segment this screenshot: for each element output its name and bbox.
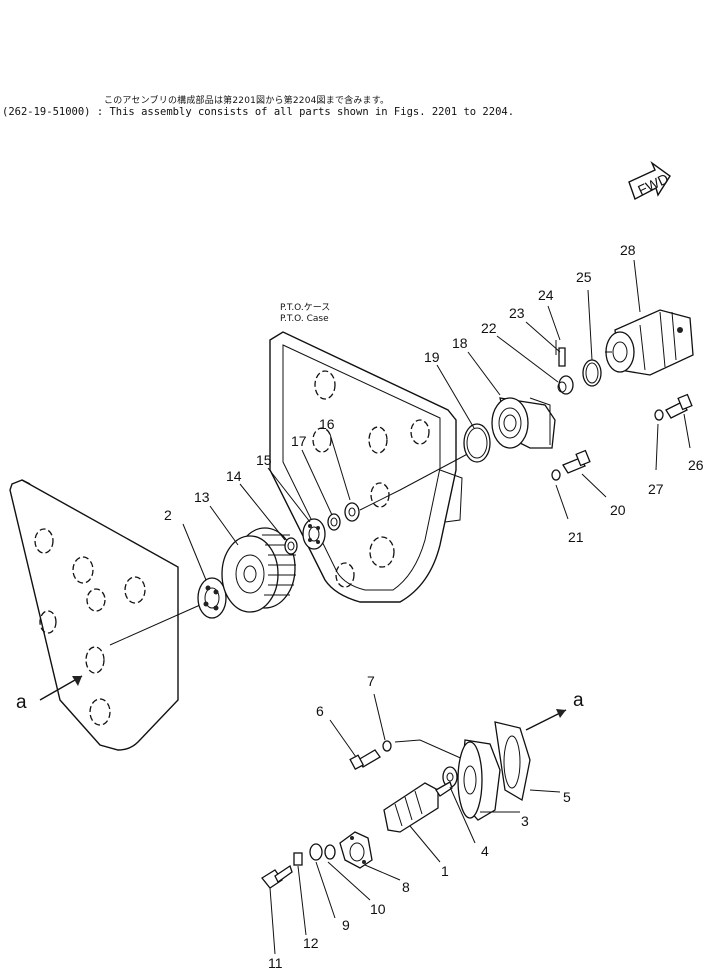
part-4-nut: [442, 766, 458, 788]
part-6-bolt: [349, 749, 381, 771]
ref-label-left: a: [16, 692, 27, 713]
callout-26: 26: [688, 457, 704, 473]
callout-11: 11: [268, 955, 283, 969]
part-27-washer: [654, 409, 664, 421]
ref-mark-right: a: [525, 690, 584, 731]
callout-5: 5: [563, 789, 571, 805]
case-label: P.T.O.ケース P.T.O. Case: [280, 303, 330, 325]
callout-3: 3: [521, 813, 529, 829]
callout-25: 25: [576, 269, 592, 285]
callout-27: 27: [648, 481, 664, 497]
callout-6: 6: [316, 703, 324, 719]
callout-28: 28: [620, 242, 636, 258]
callout-18: 18: [452, 335, 468, 351]
part-12-lock-plate: [293, 852, 303, 866]
part-13-gear: [221, 527, 296, 613]
callout-15: 15: [256, 452, 272, 468]
part-21-washer: [551, 469, 561, 481]
callout-23: 23: [509, 305, 525, 321]
callout-8: 8: [402, 879, 410, 895]
part-14-ring: [284, 537, 298, 555]
note-japanese: このアセンブリの構成部品は第2201図から第2204図まで含みます。: [104, 96, 390, 106]
case-label-japanese: P.T.O.ケース: [280, 303, 331, 313]
housing-cover-plate: [9, 479, 179, 751]
callout-2: 2: [164, 507, 172, 523]
part-10-ring: [324, 844, 336, 860]
part-1-shaft: [383, 781, 453, 833]
part-9-washer: [309, 843, 323, 861]
callout-17: 17: [291, 433, 307, 449]
part-3-cover: [457, 739, 501, 821]
callout-19: 19: [424, 349, 440, 365]
callout-13: 13: [194, 489, 210, 505]
part-24-key: [558, 347, 566, 367]
callout-14: 14: [226, 468, 242, 484]
callout-21: 21: [568, 529, 584, 545]
part-8-flange-yoke: [339, 831, 373, 869]
callout-16: 16: [319, 416, 335, 432]
part-16-bearing: [344, 502, 360, 522]
callout-22: 22: [481, 320, 497, 336]
callout-24: 24: [538, 287, 554, 303]
fwd-arrow-icon: FWD: [628, 160, 671, 200]
part-11-bolt: [261, 864, 293, 889]
part-20-bolt: [562, 449, 591, 474]
callout-1: 1: [441, 863, 449, 879]
part-5-gasket: [494, 721, 531, 802]
ref-label-right: a: [573, 690, 584, 711]
callout-labels: 1 2 3 4 5 6 7 8 9 10 11 12 13 14 15 16 1…: [164, 242, 704, 969]
part-28-pump: [605, 309, 694, 376]
callout-10: 10: [370, 901, 386, 917]
part-22-coupling: [557, 375, 574, 395]
fwd-label: FWD: [635, 170, 671, 198]
pto-case: [269, 331, 463, 603]
part-15-bearing: [302, 518, 326, 550]
callout-9: 9: [342, 917, 350, 933]
leader-lines: [182, 259, 691, 955]
callout-20: 20: [610, 502, 626, 518]
part-7-washer: [382, 740, 392, 752]
callout-12: 12: [303, 935, 319, 951]
part-26-bolt: [665, 393, 693, 419]
part-2-bearing: [197, 577, 227, 619]
case-label-english: P.T.O. Case: [280, 314, 329, 324]
part-18-flange: [491, 397, 556, 449]
part-19-o-ring: [463, 423, 491, 463]
part-17-washer: [327, 513, 341, 531]
ref-mark-left: a: [16, 675, 83, 713]
note-english: (262-19-51000) : This assembly consists …: [2, 106, 515, 118]
callout-4: 4: [481, 843, 489, 859]
callout-7: 7: [367, 673, 375, 689]
